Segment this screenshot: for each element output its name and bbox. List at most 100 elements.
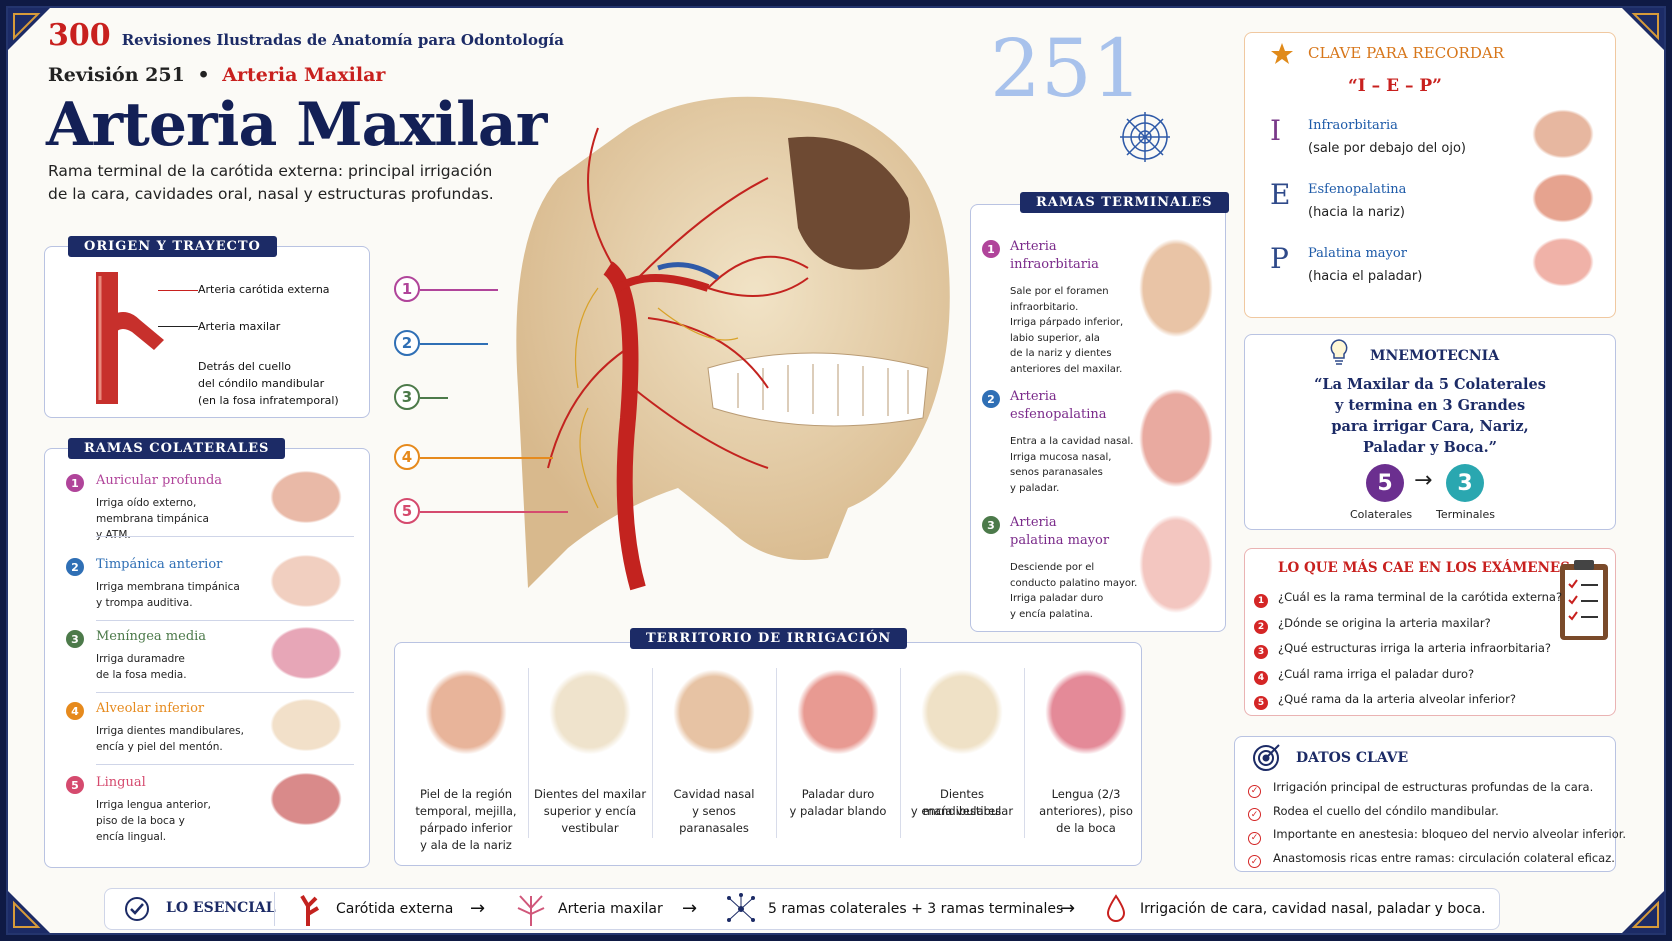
- arrow-icon: →: [682, 898, 698, 919]
- terminal-description: Sale por el foramen: [1010, 286, 1109, 297]
- corner-ornament-icon: [8, 891, 50, 933]
- exam-question-text: ¿Cuál es la rama terminal de la carótida…: [1278, 590, 1563, 604]
- branch-anatomy-thumbnail: [264, 550, 348, 612]
- exam-question: 3 ¿Qué estructuras irriga la arteria infr…: [1254, 641, 1551, 659]
- territory-caption: temporal, mejilla,: [415, 804, 517, 818]
- origen-label: Detrás del cuello: [198, 360, 291, 373]
- corner-ornament-icon: [8, 8, 50, 50]
- clave-thumbnail: [1528, 170, 1598, 226]
- origen-label: (en la fosa infratemporal): [198, 394, 339, 407]
- network-icon: [724, 892, 758, 930]
- terminal-name: palatina mayor: [1010, 533, 1110, 548]
- divider: [96, 536, 354, 537]
- branch-number-badge: 1: [66, 474, 84, 492]
- branch-description: y trompa auditiva.: [96, 597, 193, 609]
- terminal-number-badge: 3: [982, 516, 1000, 534]
- terminal-description: y paladar.: [1010, 482, 1060, 494]
- territory-caption: vestibular: [561, 821, 619, 835]
- infographic-page: 300 Revisiones Ilustradas de Anatomía pa…: [6, 6, 1666, 935]
- mnemo-title: MNEMOTECNIA: [1370, 348, 1500, 364]
- exam-number-badge: 3: [1254, 645, 1268, 659]
- key-fact: ✓ Anastomosis ricas entre ramas: circulac…: [1248, 850, 1615, 868]
- clave-code: “I – E – P”: [1348, 76, 1442, 96]
- exam-question-text: ¿Cuál rama irriga el paladar duro?: [1278, 666, 1475, 681]
- clave-item-name: Esfenopalatina: [1308, 182, 1407, 197]
- page-title: Arteria Maxilar: [46, 90, 547, 160]
- branch-name: Meníngea media: [96, 629, 207, 644]
- divider: [1024, 668, 1025, 838]
- examen-title: LO QUE MÁS CAE EN LOS EXÁMENES: [1278, 560, 1570, 576]
- territory-caption: Piel de la región: [419, 787, 513, 801]
- branch-name: Lingual: [96, 775, 146, 790]
- callout-leader-line: [420, 289, 498, 291]
- checkmark-circle-icon: [124, 896, 150, 926]
- branch-description: encía y piel del mentón.: [96, 741, 223, 753]
- exam-number-badge: 1: [1254, 594, 1268, 608]
- divider: [652, 668, 653, 838]
- territory-caption: superior y encía: [543, 804, 637, 818]
- mnemo-line: para irrigar Cara, Nariz,: [1331, 418, 1529, 435]
- terminal-description: y encía palatina.: [1010, 608, 1093, 620]
- territory-caption: Paladar duro: [801, 787, 875, 801]
- terminal-description: Irriga paladar duro: [1010, 593, 1104, 604]
- origen-label: Arteria carótida externa: [198, 283, 330, 296]
- check-icon: ✓: [1248, 855, 1261, 868]
- branch-name: Auricular profunda: [96, 473, 223, 488]
- colaterales-label: Colaterales: [1350, 508, 1413, 521]
- arrow-icon: →: [1060, 898, 1076, 919]
- divider: [274, 892, 275, 926]
- key-fact-text: Importante en anestesia: bloqueo del ner…: [1273, 827, 1627, 841]
- origen-label: Arteria maxilar: [198, 320, 281, 333]
- blood-drop-icon: [1106, 894, 1126, 926]
- terminal-name: Arteria: [1010, 515, 1057, 530]
- esencial-step: 5 ramas colaterales + 3 ramas terminales: [768, 901, 1064, 917]
- branch-name: Timpánica anterior: [96, 557, 223, 572]
- divider: [776, 668, 777, 838]
- terminal-description: anteriores del maxilar.: [1010, 363, 1123, 375]
- series-header: 300 Revisiones Ilustradas de Anatomía pa…: [48, 18, 564, 53]
- clave-thumbnail: [1528, 234, 1598, 290]
- clave-item-desc: (sale por debajo del ojo): [1308, 141, 1466, 156]
- branch-description: Irriga duramadre: [96, 653, 185, 665]
- territory-caption: y ala de la nariz: [420, 838, 512, 852]
- territory-caption: Cavidad nasal: [673, 787, 755, 801]
- esencial-bar: [104, 888, 1500, 930]
- key-fact-text: Anastomosis ricas entre ramas: circulaci…: [1273, 850, 1615, 865]
- mnemonic-letter: I: [1270, 114, 1282, 147]
- subtitle-line: Rama terminal de la carótida externa: pr…: [48, 162, 493, 180]
- star-icon: [1270, 42, 1294, 70]
- datos-title: DATOS CLAVE: [1296, 750, 1409, 766]
- arrow-icon: →: [1414, 468, 1433, 493]
- series-count: 300: [48, 18, 111, 53]
- territory-caption: de la boca: [1056, 821, 1116, 835]
- callout-number: 5: [394, 498, 420, 524]
- key-fact: ✓Rodea el cuello del cóndilo mandibular.: [1248, 804, 1499, 821]
- territory-caption: Dientes mandibulares: [922, 787, 1002, 818]
- terminal-name: Arteria: [1010, 389, 1057, 404]
- key-fact-text: Irrigación principal de estructuras prof…: [1273, 780, 1594, 794]
- exam-question-text: ¿Qué estructuras irriga la arteria infra…: [1278, 641, 1552, 655]
- corner-ornament-icon: [1622, 891, 1664, 933]
- mnemo-quote: “La Maxilar da 5 Colaterales y termina e…: [1248, 374, 1612, 458]
- branch-anatomy-thumbnail: [264, 768, 348, 830]
- target-icon: [1252, 742, 1282, 776]
- revision-number: Revisión 251: [48, 64, 185, 86]
- territory-caption: paranasales: [679, 821, 749, 835]
- branch-description: de la fosa media.: [96, 669, 187, 681]
- branch-description: Irriga lengua anterior,: [96, 799, 212, 811]
- territorio-ribbon: TERRITORIO DE IRRIGACIÓN: [630, 628, 908, 649]
- branch-number-badge: 5: [66, 776, 84, 794]
- territory-caption: y encía vestibular: [910, 804, 1014, 818]
- key-fact: ✓Importante en anestesia: bloqueo del ne…: [1248, 827, 1626, 845]
- terminal-description: Irriga mucosa nasal,: [1010, 451, 1112, 463]
- terminal-description: conducto palatino mayor.: [1010, 577, 1138, 589]
- exam-number-badge: 4: [1254, 670, 1268, 685]
- exam-question: 4 ¿Cuál rama irriga el paladar duro?: [1254, 667, 1474, 685]
- exam-question-text: ¿Dónde se origina la arteria maxilar?: [1278, 615, 1491, 630]
- artery-icon: [298, 892, 322, 930]
- branch-anatomy-thumbnail: [264, 622, 348, 684]
- territory-illustration: [1038, 662, 1134, 762]
- leader-line: [158, 290, 198, 291]
- territory-illustration: [666, 662, 762, 762]
- terminal-description: Entra a la cavidad nasal.: [1010, 436, 1134, 447]
